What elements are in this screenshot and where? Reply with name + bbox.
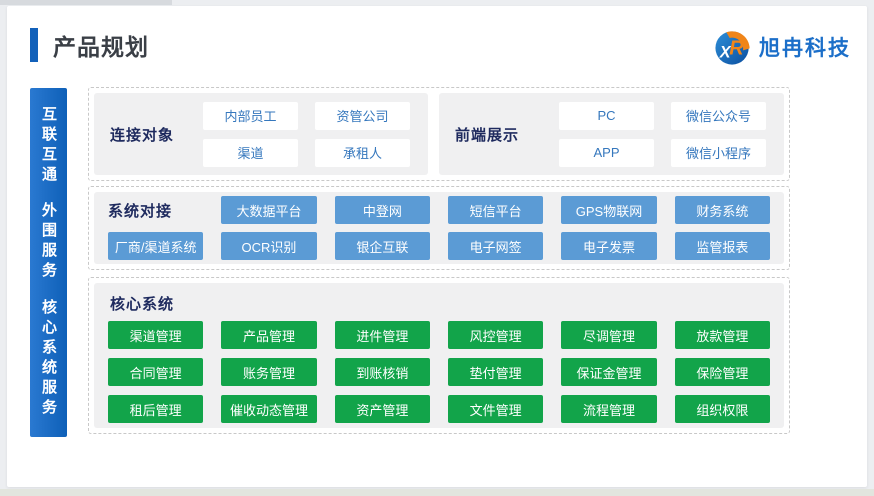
core-label: 核心系统 — [110, 296, 175, 313]
core-panel: 核心系统 渠道管理 产品管理 进件管理 风控管理 尽调管理 放款管理 合同管理 … — [94, 283, 784, 428]
core-item-file-mgmt: 文件管理 — [448, 395, 544, 423]
integration-item-vendor-channel-system: 厂商/渠道系统 — [108, 232, 204, 260]
core-item-product-mgmt: 产品管理 — [221, 321, 317, 349]
frontend-item-app: APP — [559, 138, 654, 167]
integration-item-bank-enterprise-link: 银企互联 — [334, 232, 430, 260]
integration-grid: 系统对接 大数据平台 中登网 短信平台 GPS物联网 财务系统 厂商/渠道系统 … — [94, 192, 784, 264]
frontend-item-wechat-official: 微信公众号 — [671, 101, 766, 130]
left-rail: 互联互通 外围服务 核心系统服务 — [30, 88, 67, 437]
page-title: 产品规划 — [53, 34, 149, 60]
slide-header: 产品规划 — [30, 28, 149, 62]
company-logo-text: 旭冉科技 — [759, 37, 851, 60]
slide: 产品规划 X R 旭冉科技 互联互通 外围服务 核心系统服务 连接对象 内部员工… — [7, 6, 867, 487]
frontend-item-pc: PC — [559, 101, 654, 130]
connect-objects-label: 连接对象 — [110, 126, 175, 144]
core-item-contract-mgmt: 合同管理 — [108, 358, 204, 386]
rail-item-interconnect: 互联互通 — [40, 106, 57, 187]
core-grid: 渠道管理 产品管理 进件管理 风控管理 尽调管理 放款管理 合同管理 账务管理 … — [108, 321, 770, 423]
core-item-deposit-mgmt: 保证金管理 — [561, 358, 657, 386]
integration-item-sms-platform: 短信平台 — [448, 196, 544, 224]
core-item-collection-dynamics-mgmt: 催收动态管理 — [221, 395, 317, 423]
connect-item-channel: 渠道 — [203, 138, 298, 167]
section-core: 核心系统 渠道管理 产品管理 进件管理 风控管理 尽调管理 放款管理 合同管理 … — [88, 277, 790, 434]
xr-logo-icon: X R — [715, 31, 750, 65]
integration-item-regulatory-report: 监管报表 — [674, 232, 770, 260]
bottom-strip — [0, 489, 874, 496]
rail-item-peripheral-services: 外围服务 — [40, 202, 57, 283]
core-item-intake-mgmt: 进件管理 — [334, 321, 430, 349]
core-item-post-lease-mgmt: 租后管理 — [108, 395, 204, 423]
section-connect: 连接对象 内部员工 资管公司 渠道 承租人 前端展示 PC 微信公众号 APP … — [88, 87, 790, 181]
top-chrome-strip — [0, 0, 172, 5]
rail-item-core-system-services: 核心系统服务 — [40, 298, 57, 419]
core-item-workflow-mgmt: 流程管理 — [561, 395, 657, 423]
integration-item-finance-system: 财务系统 — [674, 196, 770, 224]
core-item-insurance-mgmt: 保险管理 — [674, 358, 770, 386]
core-item-risk-mgmt: 风控管理 — [448, 321, 544, 349]
integration-item-ocr: OCR识别 — [221, 232, 317, 260]
integration-item-e-signature: 电子网签 — [448, 232, 544, 260]
core-item-loan-disbursement-mgmt: 放款管理 — [674, 321, 770, 349]
integration-label: 系统对接 — [108, 202, 173, 220]
core-item-org-permissions: 组织权限 — [674, 395, 770, 423]
connect-objects-grid: 内部员工 资管公司 渠道 承租人 — [203, 101, 410, 167]
integration-item-gps-iot: GPS物联网 — [561, 196, 657, 224]
integration-item-e-invoice: 电子发票 — [561, 232, 657, 260]
core-item-advance-payment-mgmt: 垫付管理 — [448, 358, 544, 386]
core-item-payment-reconciliation: 到账核销 — [334, 358, 430, 386]
frontend-display-label: 前端展示 — [455, 126, 520, 144]
svg-text:R: R — [729, 38, 744, 60]
core-item-asset-mgmt: 资产管理 — [334, 395, 430, 423]
core-item-due-diligence-mgmt: 尽调管理 — [561, 321, 657, 349]
core-item-accounting-mgmt: 账务管理 — [221, 358, 317, 386]
company-logo: X R 旭冉科技 — [714, 28, 851, 66]
connect-item-internal-staff: 内部员工 — [203, 101, 298, 130]
connect-item-asset-mgmt-company: 资管公司 — [315, 101, 410, 130]
frontend-item-wechat-miniprogram: 微信小程序 — [671, 138, 766, 167]
frontend-display-panel: 前端展示 PC 微信公众号 APP 微信小程序 — [439, 93, 784, 175]
title-accent-bar — [30, 28, 38, 62]
connect-item-lessee: 承租人 — [315, 138, 410, 167]
integration-item-zhongdeng-net: 中登网 — [334, 196, 430, 224]
svg-text:X: X — [719, 43, 732, 61]
integration-item-bigdata-platform: 大数据平台 — [221, 196, 317, 224]
section-integration: 系统对接 大数据平台 中登网 短信平台 GPS物联网 财务系统 厂商/渠道系统 … — [88, 186, 790, 270]
core-item-channel-mgmt: 渠道管理 — [108, 321, 204, 349]
frontend-display-grid: PC 微信公众号 APP 微信小程序 — [559, 101, 766, 167]
connect-objects-panel: 连接对象 内部员工 资管公司 渠道 承租人 — [94, 93, 428, 175]
